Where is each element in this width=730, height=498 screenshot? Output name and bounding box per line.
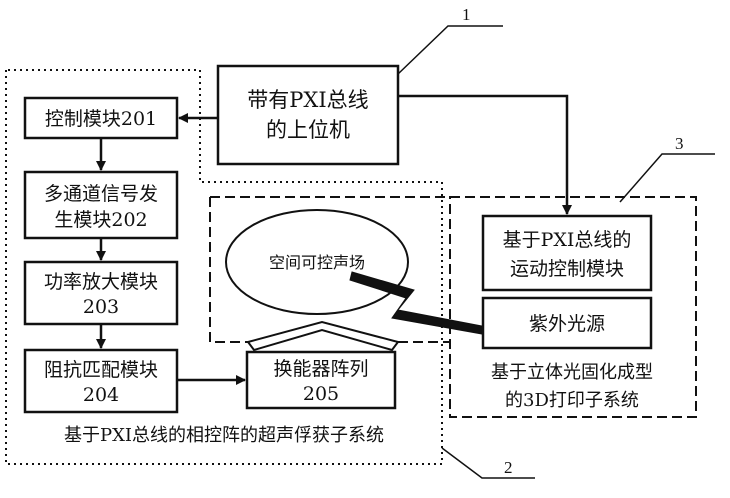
control-module-label: 控制模块201 xyxy=(45,108,157,130)
callout-2-number: 2 xyxy=(504,458,513,477)
host-computer-label-2: 的上位机 xyxy=(266,118,350,142)
uv-source-label: 紫外光源 xyxy=(529,313,605,335)
impedance-matching-label-1: 阻抗匹配模块 xyxy=(44,359,158,381)
signal-generator-box xyxy=(23,170,179,240)
uv-light-bolt xyxy=(349,271,483,335)
callout-3-number: 3 xyxy=(675,134,684,153)
host-computer-label-1: 带有PXI总线 xyxy=(247,88,368,112)
sound-field-ellipse xyxy=(225,209,409,315)
sound-field-frame xyxy=(209,196,450,343)
impedance-matching-label-2: 204 xyxy=(83,384,119,406)
callout-1-number: 1 xyxy=(462,5,471,24)
acquisition-subsystem-label: 基于PXI总线的相控阵的超声俘获子系统 xyxy=(64,425,384,446)
transducer-array-box xyxy=(245,350,397,410)
uv-source-box xyxy=(481,296,653,350)
sound-emission-shape xyxy=(246,320,400,352)
callout-1-leader xyxy=(397,25,503,75)
host-computer-box xyxy=(216,64,400,166)
print-subsystem-label-2: 的3D打印子系统 xyxy=(505,390,639,411)
signal-generator-label-2: 生模块202 xyxy=(54,209,147,231)
print-subsystem-boundary xyxy=(449,196,697,418)
transducer-array-label-2: 205 xyxy=(303,383,339,405)
motion-control-label-1: 基于PXI总线的 xyxy=(503,229,632,251)
power-amplifier-label-1: 功率放大模块 xyxy=(44,271,158,293)
motion-control-label-2: 运动控制模块 xyxy=(510,258,624,280)
print-subsystem-label-1: 基于立体光固化成型 xyxy=(491,362,653,383)
motion-control-box xyxy=(481,214,653,292)
host-to-motion-arrow xyxy=(398,94,572,215)
sound-field-label: 空间可控声场 xyxy=(269,253,365,272)
callout-3-leader xyxy=(619,153,715,203)
acquisition-subsystem-boundary xyxy=(5,69,443,465)
power-amplifier-label-2: 203 xyxy=(83,296,119,318)
control-module-box xyxy=(23,96,179,140)
transducer-array-label-1: 换能器阵列 xyxy=(273,358,368,380)
signal-generator-label-1: 多通道信号发 xyxy=(44,183,158,205)
callout-2-leader xyxy=(441,447,535,479)
